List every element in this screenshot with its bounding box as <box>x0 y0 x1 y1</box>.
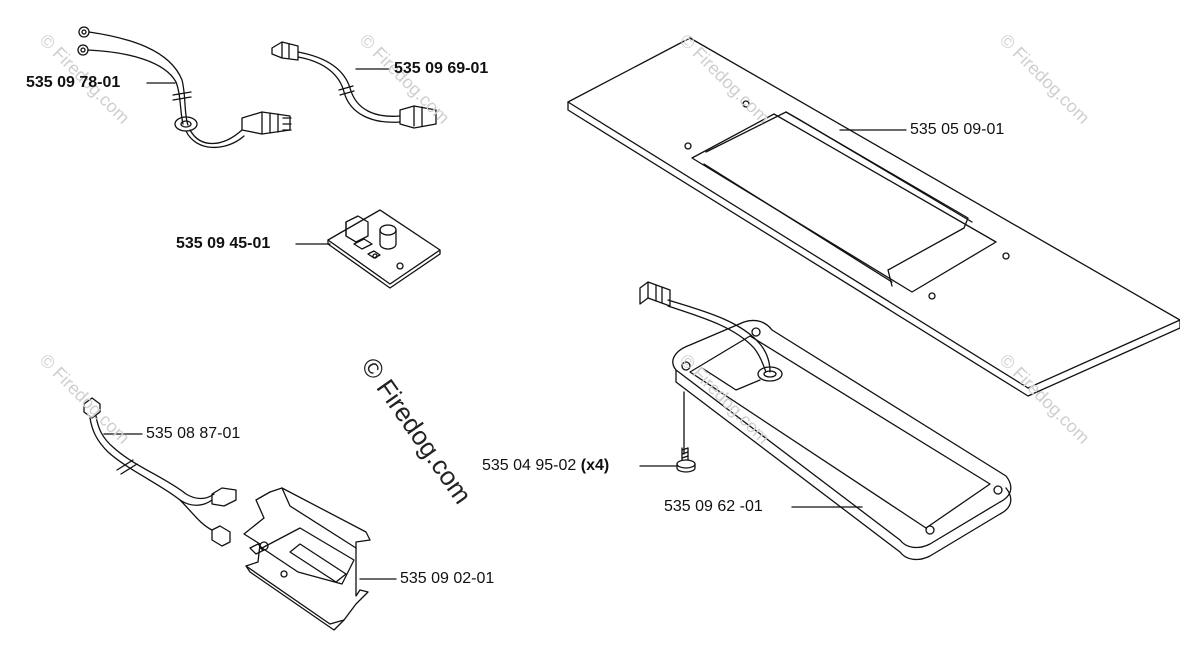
part-label-harness-69: 535 09 69-01 <box>394 60 489 77</box>
part-label-circuit-board: 535 09 45-01 <box>176 235 271 252</box>
part-label-screw: 535 04 95-02 (x4) <box>482 457 609 475</box>
screw-quantity: (x4) <box>580 457 610 474</box>
sensor-cable-drawing <box>83 397 237 547</box>
screw-drawing <box>676 447 696 473</box>
part-label-sensor-cable: 535 08 87-01 <box>146 425 241 442</box>
circuit-board-drawing <box>327 209 441 289</box>
part-label-harness-78: 535 09 78-01 <box>26 74 121 91</box>
heater-pad-drawing <box>639 281 1012 561</box>
part-label-bracket-switch: 535 09 02-01 <box>400 570 495 587</box>
screw-number: 535 04 95-02 <box>482 457 577 474</box>
part-label-heater-pad: 535 09 62 -01 <box>664 498 763 515</box>
harness-78-drawing <box>77 26 292 149</box>
harness-69-drawing <box>271 41 437 129</box>
cover-plate-drawing <box>567 37 1180 397</box>
part-label-cover-plate: 535 05 09-01 <box>910 121 1005 138</box>
bracket-switch-drawing <box>243 487 371 631</box>
